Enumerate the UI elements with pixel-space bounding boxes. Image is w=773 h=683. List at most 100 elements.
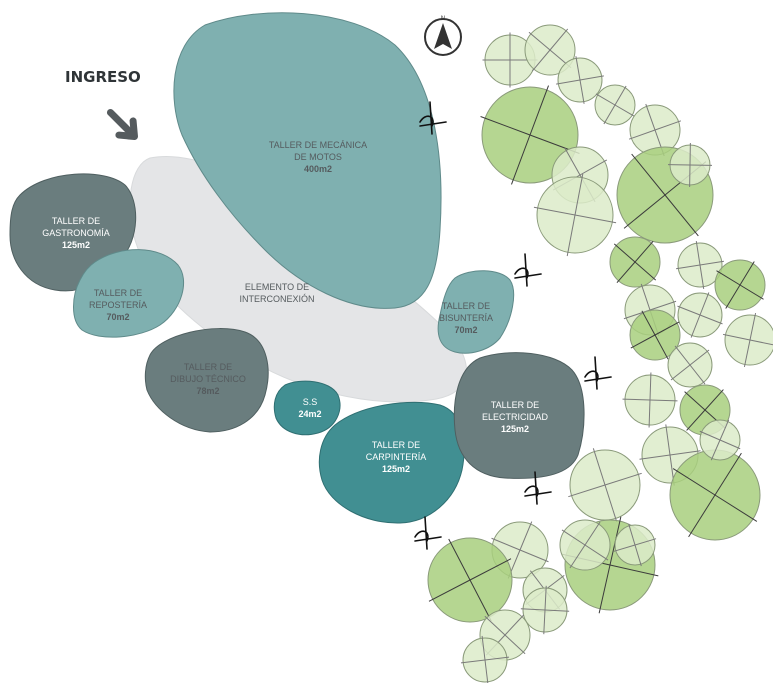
tree-branch [645,103,656,131]
carpentry-workshop-zone [318,401,465,524]
svg-text:24m2: 24m2 [298,409,321,419]
tree-branch [469,558,512,581]
tree-branch [504,614,525,636]
tree-branch [739,261,755,286]
tree-branch [579,159,608,176]
tree-branch [716,270,741,286]
tree-branch [460,659,486,664]
tree-branch [677,305,701,316]
tree-branch [614,85,627,106]
tree-branch [739,284,764,300]
svg-text:125m2: 125m2 [382,464,410,474]
tree-branch [519,549,549,563]
tree-branch [664,194,699,237]
svg-text:BISUNTERÍA: BISUNTERÍA [439,313,493,323]
view-sketch-mark [514,253,542,287]
interconnection-element-label: ELEMENTO DE INTERCONEXIÓN [239,282,314,304]
tree-branch [584,521,601,546]
tree-branch [480,116,531,136]
tree-branch [640,283,651,311]
motorcycle-workshop-zone [173,12,442,309]
svg-text:TALLER DE: TALLER DE [442,301,490,311]
svg-text:ELECTRICIDAD: ELECTRICIDAD [482,412,549,422]
tree-branch [684,391,706,411]
tree-branch [519,521,533,551]
tree-branch [544,609,570,612]
svg-text:DE MOTOS: DE MOTOS [294,152,342,162]
svg-text:TALLER DE: TALLER DE [94,288,142,298]
svg-text:GASTRONOMÍA: GASTRONOMÍA [42,228,110,238]
tree-branch [665,424,671,456]
svg-text:TALLER DE MECÁNICA: TALLER DE MECÁNICA [269,140,367,150]
tree-branch [639,454,671,460]
tree-branch [722,333,751,341]
tree-branch [609,564,659,577]
tree-branch [686,409,706,431]
electricity-workshop-label: TALLER DE ELECTRICIDAD 125m2 [482,400,549,434]
tree-branch [575,56,581,81]
tree-branch [689,364,706,385]
tree-branch [428,579,471,602]
tree-branch [623,194,666,229]
svg-text:TALLER DE: TALLER DE [372,440,420,450]
tree-branch [672,468,716,496]
tree-branch [641,310,656,336]
tree-branch [628,129,656,140]
svg-text:125m2: 125m2 [501,424,529,434]
tree-branch [533,206,576,216]
svg-text:S.S: S.S [303,397,318,407]
tree-branch [749,312,757,341]
tree-branch [604,484,618,522]
tree-branch [481,635,486,661]
tree-branch [634,538,657,546]
tree-branch [574,173,584,216]
tree-branch [579,79,585,104]
tree-branch [676,264,701,270]
svg-text:CARPINTERÍA: CARPINTERÍA [366,452,427,462]
tree-branch [622,398,651,401]
svg-text:N: N [441,16,445,22]
tree-canopy-group [427,24,773,683]
svg-text:TALLER DE: TALLER DE [184,362,232,372]
tree-branch [674,345,691,366]
svg-text:70m2: 70m2 [106,312,129,322]
svg-text:REPOSTERÍA: REPOSTERÍA [89,300,147,310]
tree-branch [743,339,751,368]
tree-branch [634,261,657,281]
view-sketch-mark [524,471,552,505]
tree-branch [654,321,680,336]
tree-branch [529,570,546,591]
restroom-zone [273,380,341,436]
tree-branch [543,609,546,635]
svg-text:TALLER DE: TALLER DE [52,216,100,226]
tree-branch [628,523,636,546]
tree-branch [648,399,651,428]
view-sketch-mark [419,101,447,135]
tree-branch [704,389,724,411]
technical-drawing-workshop-zone [144,328,269,433]
tree-branch [714,452,742,496]
tree-branch [699,292,710,316]
tree-branch [561,529,586,546]
jewelry-workshop-label: TALLER DE BISUNTERÍA 70m2 [439,301,493,335]
tree-branch [528,31,551,51]
tree-branch [603,104,616,125]
tree-branch [469,579,492,622]
restroom-label: S.S 24m2 [298,397,321,419]
tree-branch [568,484,606,498]
tree-branch [725,284,741,309]
view-sketch-mark [584,356,612,390]
tree-branch [670,364,691,381]
tree-branch [531,49,551,72]
tree-branch [566,214,576,257]
tree-branch [613,243,636,263]
svg-text:INTERCONEXIÓN: INTERCONEXIÓN [239,294,314,304]
pastry-workshop-zone [73,249,185,338]
carpentry-workshop-label: TALLER DE CARPINTERÍA 125m2 [366,440,427,474]
tree-branch [749,339,773,346]
tree-branch [649,372,652,401]
tree-branch [688,494,716,538]
tree-branch [631,153,666,196]
svg-text:400m2: 400m2 [304,164,332,174]
